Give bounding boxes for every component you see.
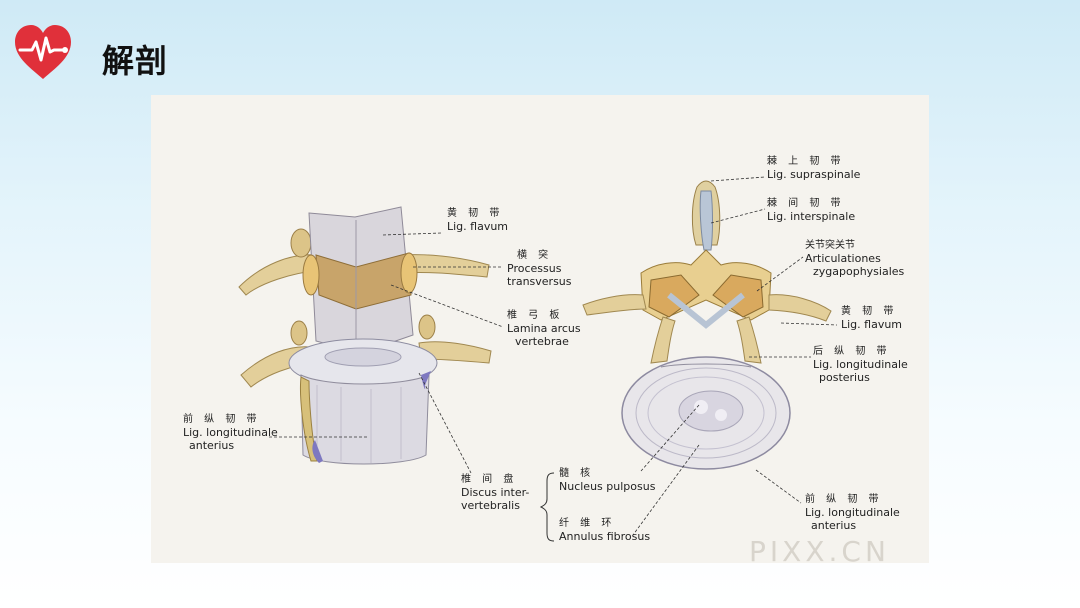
label-nucleus-pulposus: 髓 核 Nucleus pulposus (559, 468, 656, 493)
label-articulationes-zygapophysiales: 关节突关节 Articulationes zygapophysiales (805, 240, 905, 278)
heart-pulse-icon (15, 25, 71, 79)
label-lig-flavum-left: 黄 韧 带 Lig. flavum (447, 208, 509, 233)
label-processus-transversus: 横 突 Processus transversus (507, 250, 572, 288)
watermark: PIXX.CN (749, 535, 890, 568)
left-leader-lines (269, 232, 504, 474)
label-lig-flavum-right: 黄 韧 带 Lig. flavum (841, 306, 903, 331)
label-annulus-fibrosus: 纤 维 环 Annulus fibrosus (559, 518, 651, 543)
right-vertebra-view (582, 180, 832, 470)
label-lamina-arcus: 椎 弓 板 Lamina arcus vertebrae (507, 310, 581, 348)
anatomy-illustration: 黄 韧 带 Lig. flavum 横 突 Processus transver… (151, 95, 929, 568)
label-lig-longitudinale-anterius-right: 前 纵 韧 带 Lig. longitudinale anterius (805, 494, 900, 532)
page-title: 解剖 (102, 42, 169, 80)
label-lig-longitudinale-anterius-left: 前 纵 韧 带 Lig. longitudinale anterius (183, 414, 278, 452)
spine-drawing (238, 176, 838, 542)
right-leader-lines (632, 176, 838, 536)
label-discus-intervertebralis: 椎 间 盘 Discus inter- vertebralis (461, 474, 530, 512)
left-vertebra-view (238, 206, 492, 465)
label-lig-supraspinale: 棘 上 韧 带 Lig. supraspinale (767, 156, 861, 181)
label-lig-longitudinale-posterius: 后 纵 韧 带 Lig. longitudinale posterius (813, 346, 908, 384)
label-lig-interspinale: 棘 间 韧 带 Lig. interspinale (767, 198, 856, 223)
